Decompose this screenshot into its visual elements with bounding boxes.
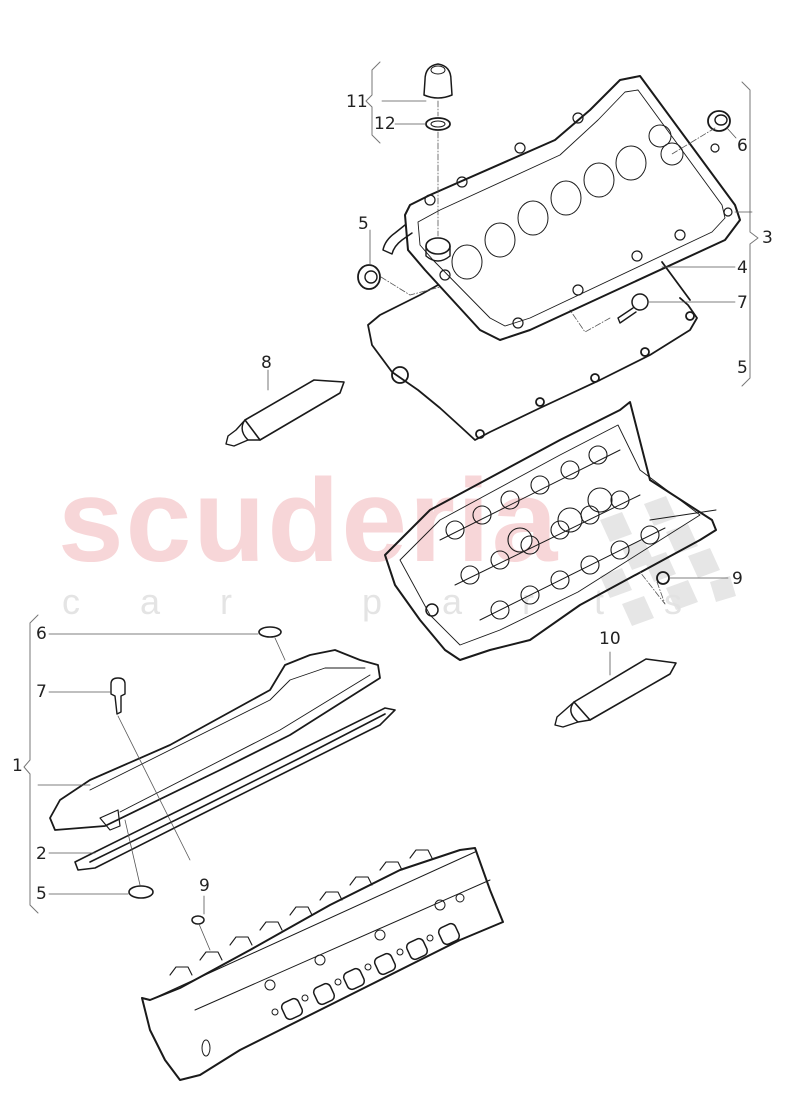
gasket-4-upper — [367, 261, 698, 441]
callout-5-upper-right: 5 — [737, 358, 748, 378]
callout-11: 11 — [346, 92, 368, 112]
callout-1: 1 — [12, 756, 23, 776]
callout-3: 3 — [762, 228, 773, 248]
valve-cover-lower — [49, 649, 381, 831]
callout-8: 8 — [261, 353, 272, 373]
callout-9-upper: 9 — [732, 569, 743, 589]
callout-9-lower: 9 — [199, 876, 210, 896]
sealant-tube-8 — [225, 369, 345, 447]
seal-5-upper — [357, 264, 381, 290]
group-bracket-11-12 — [365, 61, 381, 144]
sealant-tube-10 — [554, 651, 677, 728]
callout-7-upper: 7 — [737, 293, 748, 313]
watermark-brand: scuderia — [58, 455, 560, 587]
plug-9-upper — [639, 571, 729, 605]
leaders-lower — [37, 633, 259, 895]
callout-5-upper-left: 5 — [358, 214, 369, 234]
cylinder-head-lower — [141, 847, 504, 1081]
oil-filler-seal — [425, 117, 451, 131]
leaders-upper — [369, 100, 753, 333]
callout-12: 12 — [374, 114, 396, 134]
oil-filler-cap — [423, 63, 453, 99]
callout-10: 10 — [599, 629, 621, 649]
callout-6-upper: 6 — [737, 136, 748, 156]
bolt-7-lower — [110, 677, 191, 861]
bolt-7-upper — [617, 293, 649, 324]
seal-6-upper — [707, 110, 731, 132]
group-bracket-1 — [23, 614, 39, 914]
callout-4: 4 — [737, 258, 748, 278]
seal-5-lower — [124, 819, 154, 899]
group-bracket-3 — [741, 81, 759, 387]
cylinder-head-upper — [384, 401, 717, 661]
seal-6-lower — [258, 626, 286, 661]
gasket-2-lower — [74, 707, 396, 871]
valve-cover-upper — [382, 75, 741, 341]
callout-2: 2 — [36, 844, 47, 864]
callout-5-lower: 5 — [36, 884, 47, 904]
plug-9-lower — [191, 895, 211, 951]
callout-6-lower: 6 — [36, 624, 47, 644]
watermark-tagline: car parts — [62, 581, 743, 622]
callout-7-lower: 7 — [36, 682, 47, 702]
checkered-flag-watermark — [600, 496, 736, 626]
